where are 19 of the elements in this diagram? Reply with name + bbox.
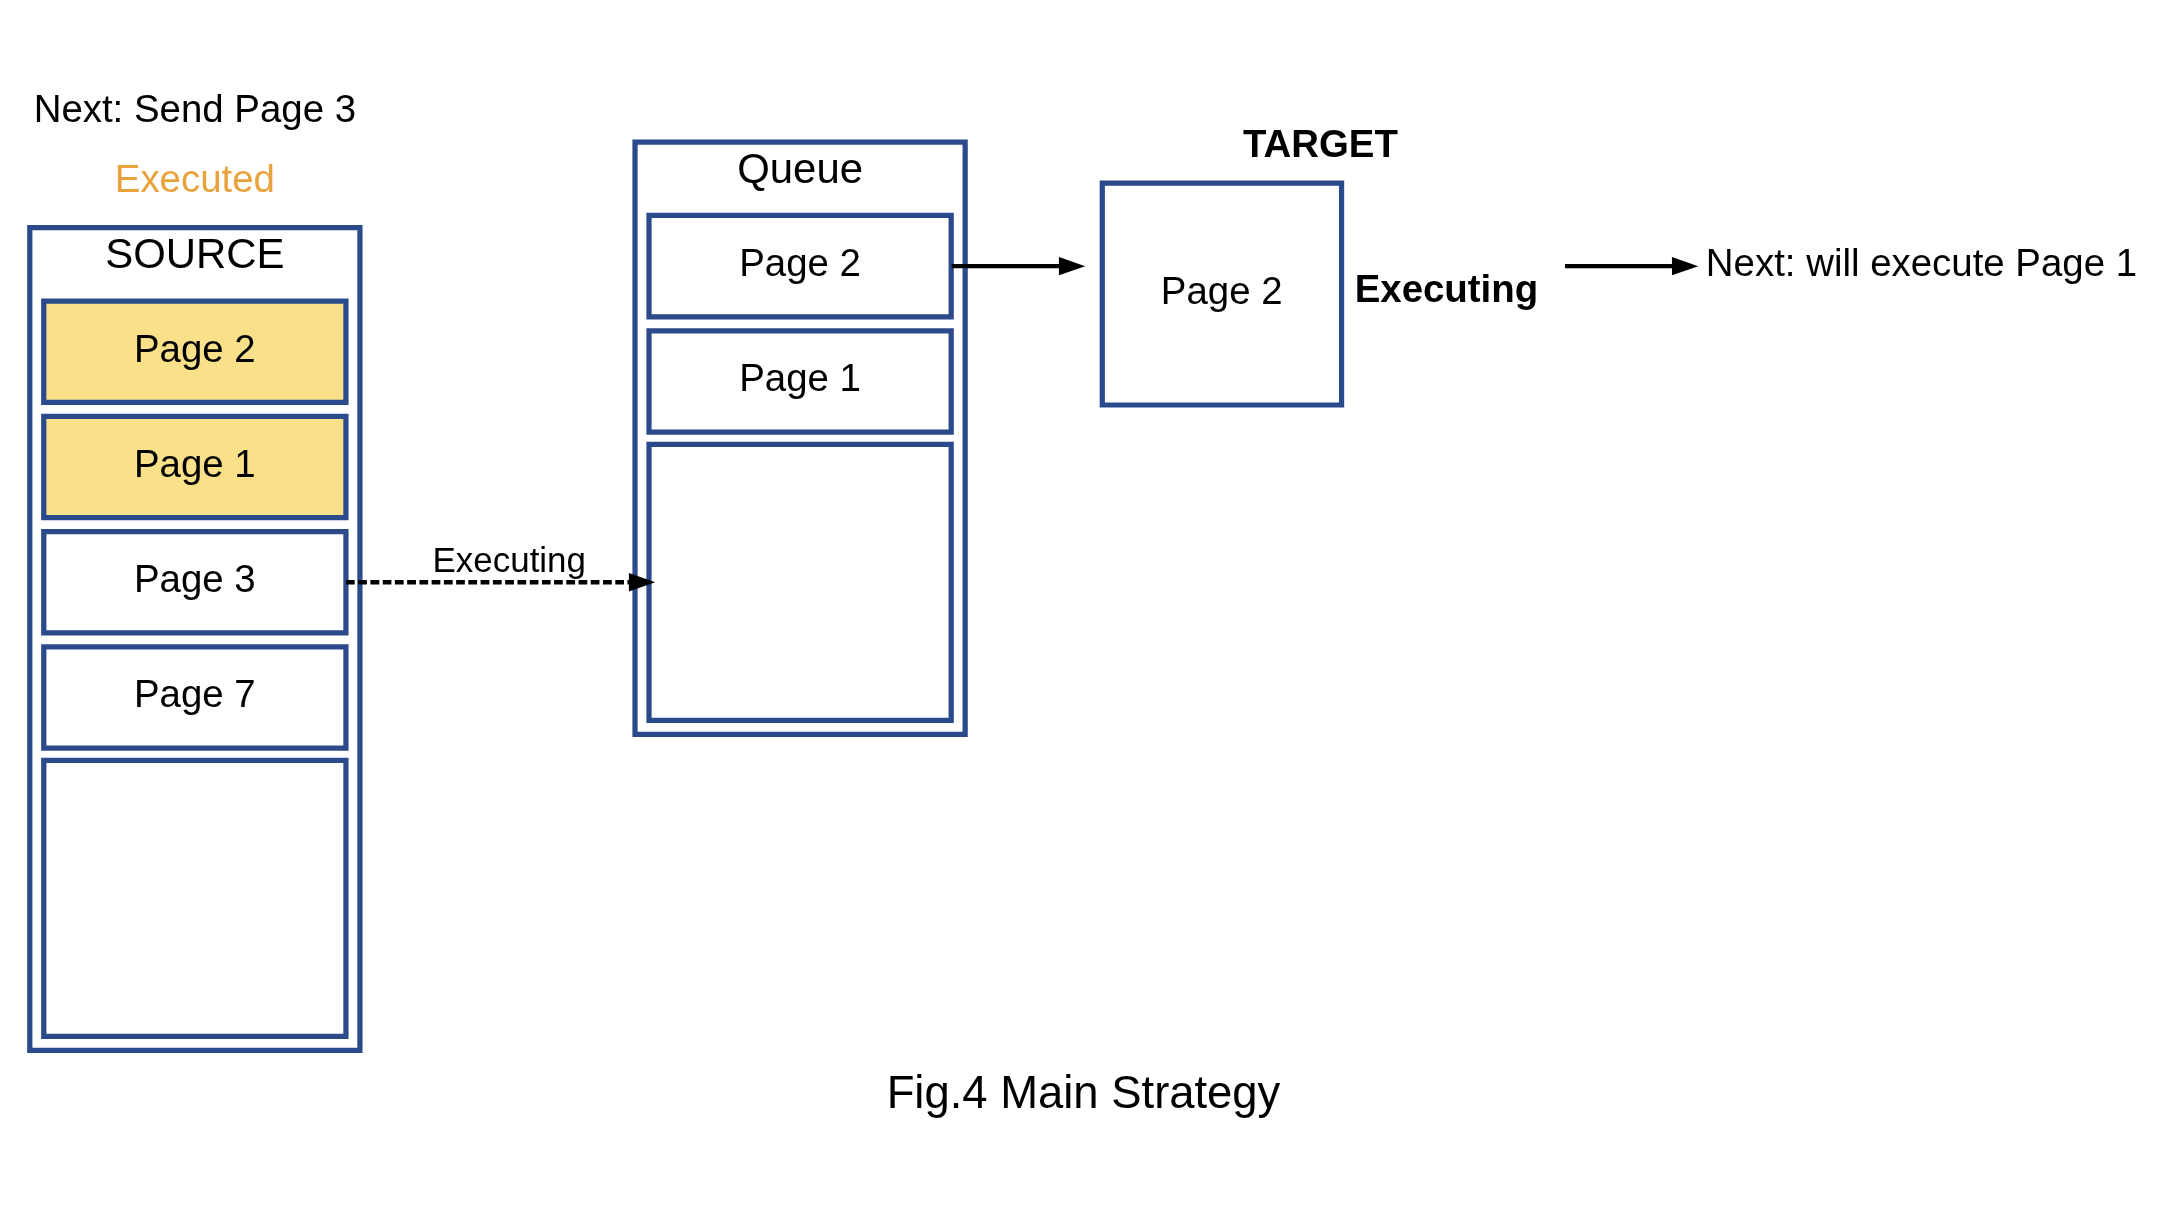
arrow bbox=[346, 572, 656, 591]
edge-label: Executing bbox=[432, 539, 586, 579]
node-box: Page 2 bbox=[1099, 180, 1345, 408]
node-box bbox=[646, 441, 954, 723]
node-box bbox=[41, 757, 349, 1039]
node-box: Page 1 bbox=[646, 327, 954, 435]
node-label: TARGET bbox=[1242, 121, 1398, 165]
arrow bbox=[951, 256, 1086, 275]
caption: Fig.4 Main Strategy bbox=[886, 1066, 1281, 1118]
node-label: Executing bbox=[1354, 266, 1539, 310]
arrow bbox=[1565, 256, 1699, 275]
label: Executed bbox=[114, 156, 275, 200]
node-box: Page 2 bbox=[646, 212, 954, 319]
node-text: Next: will execute Page 1 bbox=[1705, 240, 2138, 284]
node-box: Page 3 bbox=[41, 528, 349, 636]
node-box: Page 2 bbox=[41, 297, 349, 405]
node-box: Page 7 bbox=[41, 643, 349, 751]
node-box: Page 1 bbox=[41, 413, 349, 520]
label: Next: Send Page 3 bbox=[33, 86, 357, 130]
